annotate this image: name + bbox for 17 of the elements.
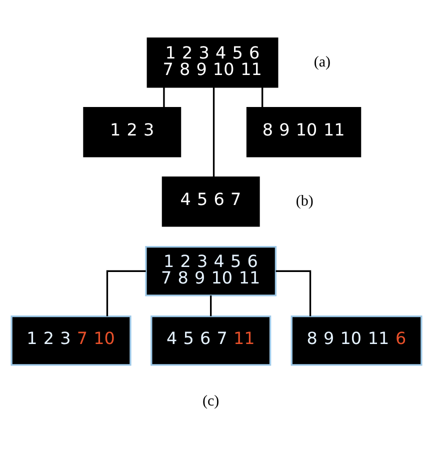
connector <box>210 294 212 316</box>
node-box: 4 5 6 7 <box>162 176 260 226</box>
node-box: 1 2 3 4 5 6 7 8 9 10 11 <box>146 37 278 88</box>
connector <box>276 270 312 316</box>
node-box: 1 2 3 4 5 6 7 8 9 10 11 <box>145 246 277 296</box>
node-box: 8 9 10 11 6 <box>290 315 422 366</box>
connector <box>106 270 146 316</box>
node-box: 8 9 10 11 <box>246 106 362 157</box>
label: (a) <box>314 54 331 70</box>
node-box: 4 5 6 7 11 <box>150 315 272 366</box>
label: (c) <box>202 392 220 409</box>
node-box: 1 2 3 <box>83 106 182 157</box>
connector <box>262 86 264 108</box>
connector <box>212 86 215 177</box>
node-box: 1 2 3 7 10 <box>10 315 132 366</box>
label: (b) <box>296 192 314 209</box>
connector <box>163 86 165 108</box>
